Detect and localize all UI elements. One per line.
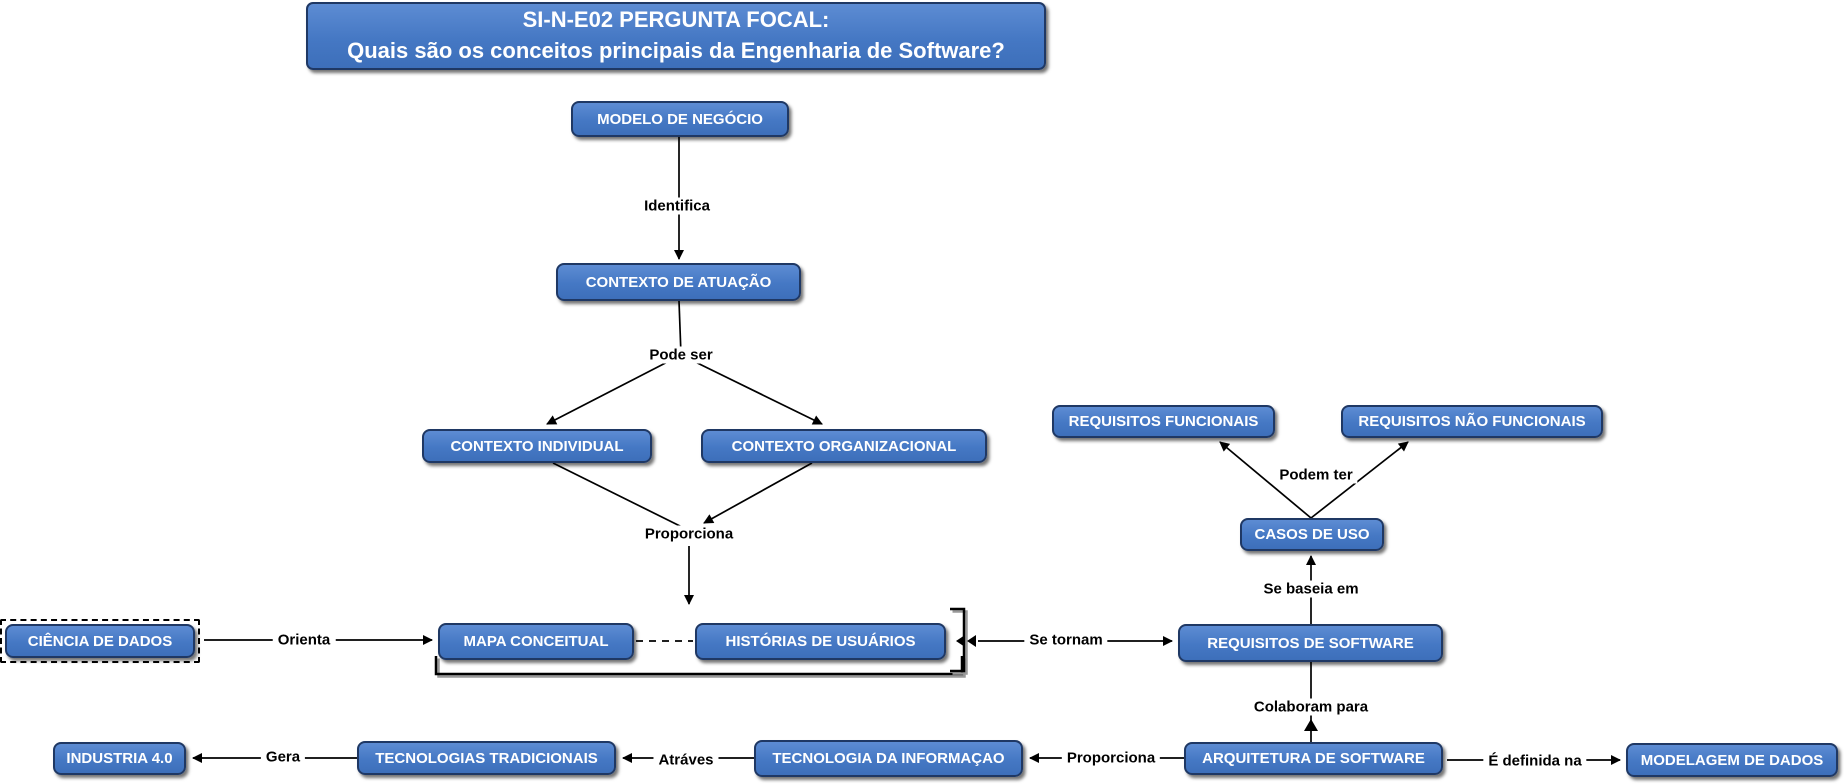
link-label-proporciona-arquitetura[interactable]: Proporciona: [1061, 749, 1161, 767]
concept-label: CONTEXTO DE ATUAÇÃO: [585, 273, 772, 291]
concept-label: MAPA CONCEITUAL: [463, 633, 609, 650]
concept-tecnologia-da-informacao[interactable]: TECNOLOGIA DA INFORMAÇAO: [754, 740, 1023, 777]
link-label-identifica[interactable]: Identifica: [639, 197, 715, 215]
connector-podem-ter-right: [1310, 441, 1409, 519]
concept-label: MODELAGEM DE DADOS: [1640, 751, 1824, 769]
link-label-atraves[interactable]: Atráves: [653, 751, 719, 769]
concept-casos-de-uso[interactable]: CASOS DE USO: [1240, 518, 1384, 551]
concept-requisitos-de-software[interactable]: REQUISITOS DE SOFTWARE: [1178, 624, 1443, 662]
connector-proporciona-left: [552, 462, 685, 529]
focal-question-box[interactable]: SI-N-E02 PERGUNTA FOCAL: Quais são os co…: [306, 2, 1046, 70]
concept-mapa-conceitual[interactable]: MAPA CONCEITUAL: [438, 623, 634, 660]
connector-colaboram-para-arrowhead: [1304, 719, 1318, 731]
concept-label: CONTEXTO ORGANIZACIONAL: [731, 437, 957, 455]
concept-label: REQUISITOS FUNCIONAIS: [1068, 413, 1259, 430]
link-label-se-baseia-em[interactable]: Se baseia em: [1258, 580, 1364, 598]
connector-podem-ter-left: [1219, 441, 1312, 519]
connector-proporciona-right: [703, 462, 813, 524]
group-bracket-bottom: [434, 656, 964, 676]
link-label-colaboram-para[interactable]: Colaboram para: [1248, 698, 1374, 716]
selection-outline-ciencia-de-dados: CIÊNCIA DE DADOS: [0, 619, 200, 663]
concept-label: MODELO DE NEGÓCIO: [597, 110, 763, 128]
concept-label: INDUSTRIA 4.0: [66, 750, 173, 767]
concept-requisitos-nao-funcionais[interactable]: REQUISITOS NÃO FUNCIONAIS: [1341, 405, 1603, 438]
concept-contexto-de-atuacao[interactable]: CONTEXTO DE ATUAÇÃO: [556, 263, 801, 301]
link-label-pode-ser[interactable]: Pode ser: [644, 346, 718, 364]
link-label-proporciona-contexto[interactable]: Proporciona: [639, 525, 739, 543]
concept-contexto-individual[interactable]: CONTEXTO INDIVIDUAL: [422, 429, 652, 463]
concept-label: HISTÓRIAS DE USUÁRIOS: [725, 633, 916, 650]
concept-requisitos-funcionais[interactable]: REQUISITOS FUNCIONAIS: [1052, 405, 1275, 438]
concept-label: CIÊNCIA DE DADOS: [27, 632, 173, 650]
group-bracket-right-shadow: [952, 610, 968, 675]
concept-label: CASOS DE USO: [1254, 526, 1370, 543]
concept-label: ARQUITETURA DE SOFTWARE: [1202, 750, 1425, 767]
concept-tecnologias-tradicionais[interactable]: TECNOLOGIAS TRADICIONAIS: [357, 741, 616, 775]
concept-label: TECNOLOGIA DA INFORMAÇAO: [772, 750, 1005, 767]
connector-pode-ser-right: [680, 354, 823, 425]
group-anchor-chevron-2: [967, 635, 976, 647]
link-label-orienta[interactable]: Orienta: [272, 631, 336, 649]
concept-label: REQUISITOS DE SOFTWARE: [1207, 634, 1414, 652]
concept-modelo-de-negocio[interactable]: MODELO DE NEGÓCIO: [571, 101, 789, 137]
concept-arquitetura-de-software[interactable]: ARQUITETURA DE SOFTWARE: [1184, 742, 1443, 775]
connector-pode-ser-left: [546, 354, 682, 425]
focal-question-line1: SI-N-E02 PERGUNTA FOCAL:: [522, 7, 830, 33]
concept-ciencia-de-dados[interactable]: CIÊNCIA DE DADOS: [5, 624, 195, 658]
link-label-gera[interactable]: Gera: [260, 748, 306, 766]
concept-industria-4-0[interactable]: INDUSTRIA 4.0: [53, 742, 186, 775]
concept-modelagem-de-dados[interactable]: MODELAGEM DE DADOS: [1626, 743, 1838, 777]
concept-label: CONTEXTO INDIVIDUAL: [450, 437, 624, 455]
link-label-se-tornam[interactable]: Se tornam: [1024, 631, 1108, 649]
focal-question-line2: Quais são os conceitos principais da Eng…: [347, 38, 1005, 63]
link-label-podem-ter[interactable]: Podem ter: [1274, 466, 1358, 484]
concept-contexto-organizacional[interactable]: CONTEXTO ORGANIZACIONAL: [701, 429, 987, 463]
connector-pode-ser-stem: [678, 300, 682, 356]
concept-historias-de-usuarios[interactable]: HISTÓRIAS DE USUÁRIOS: [695, 623, 946, 660]
concept-label: TECNOLOGIAS TRADICIONAIS: [375, 749, 598, 767]
group-anchor-chevron-1: [956, 635, 965, 647]
link-label-e-definida-na[interactable]: É definida na: [1483, 752, 1587, 770]
concept-label: REQUISITOS NÃO FUNCIONAIS: [1358, 413, 1586, 430]
